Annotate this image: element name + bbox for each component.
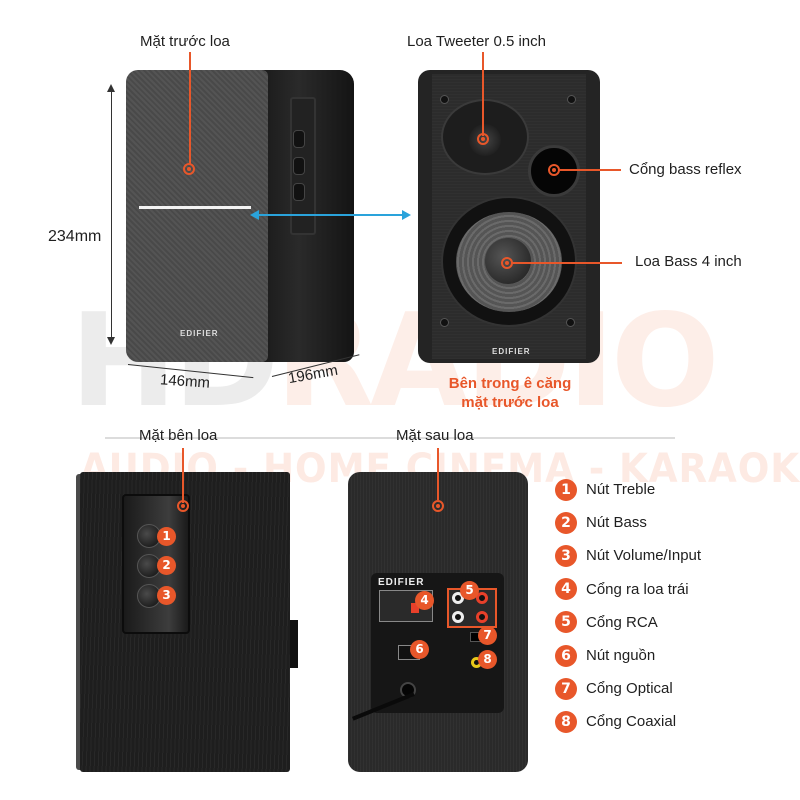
side-knob-icon <box>293 157 305 175</box>
legend-label: Cổng Coaxial <box>586 713 677 731</box>
marker-8: 8 <box>478 650 497 669</box>
width-dimension: 146mm <box>159 371 211 392</box>
front-view-label: Mặt trước loa <box>140 33 230 50</box>
back-brand-logo: EDIFIER <box>378 577 425 588</box>
rca-white-jack <box>452 611 464 623</box>
side-view-label: Mặt bên loa <box>139 427 218 444</box>
legend-label: Cổng RCA <box>586 613 658 631</box>
callout-line <box>558 169 621 171</box>
terminal-red-clip <box>411 603 419 613</box>
woofer-label: Loa Bass 4 inch <box>635 253 742 270</box>
marker-4: 4 <box>415 591 434 610</box>
arrow-left-icon <box>250 210 259 220</box>
comparison-arrow <box>254 214 406 216</box>
marker-2: 2 <box>157 556 176 575</box>
screw-icon <box>440 318 449 327</box>
callout-dot-icon <box>177 500 189 512</box>
front-brand-logo: EDIFIER <box>180 329 219 338</box>
height-dimension: 234mm <box>48 228 102 245</box>
legend-number-badge: 3 <box>555 544 577 567</box>
side-knob-icon <box>293 183 305 201</box>
marker-5: 5 <box>460 581 479 600</box>
legend-number-badge: 4 <box>555 578 577 601</box>
legend-item: 4 Cổng ra loa trái <box>555 573 701 606</box>
legend-item: 2 Nút Bass <box>555 506 701 539</box>
marker-6: 6 <box>410 640 429 659</box>
legend-number-badge: 2 <box>555 511 577 534</box>
arrow-up-icon <box>107 84 115 92</box>
legend-item: 3 Nút Volume/Input <box>555 539 701 572</box>
arrow-down-icon <box>107 337 115 345</box>
legend-label: Nút Bass <box>586 514 647 532</box>
legend-number-badge: 1 <box>555 478 577 501</box>
caption-line-2: mặt trước loa <box>461 394 559 411</box>
legend-item: 5 Cổng RCA <box>555 606 701 639</box>
screw-icon <box>566 318 575 327</box>
legend-label: Nút Volume/Input <box>586 547 702 565</box>
inner-view-caption: Bên trong ê căng mặt trước loa <box>420 374 600 412</box>
legend-item: 1 Nút Treble <box>555 473 701 506</box>
side-knob-icon <box>293 130 305 148</box>
tweeter-label: Loa Tweeter 0.5 inch <box>407 33 546 50</box>
legend-number-badge: 6 <box>555 644 577 667</box>
callout-line <box>482 52 484 136</box>
callout-line <box>189 52 191 164</box>
legend-label: Nút nguồn <box>586 647 656 665</box>
legend-item: 8 Cổng Coaxial <box>555 705 701 738</box>
legend-label: Cổng ra loa trái <box>586 580 689 598</box>
marker-1: 1 <box>157 527 176 546</box>
grille-light-stripe <box>139 206 251 209</box>
callout-dot-icon <box>432 500 444 512</box>
rca-red-jack <box>476 592 488 604</box>
speaker-front-grille <box>126 70 268 362</box>
bass-port-label: Cổng bass reflex <box>629 161 742 178</box>
arrow-right-icon <box>402 210 411 220</box>
legend-item: 7 Cổng Optical <box>555 672 701 705</box>
callout-dot-icon <box>548 164 560 176</box>
callout-dot-icon <box>183 163 195 175</box>
rear-cable-clip <box>290 620 298 668</box>
legend-number-badge: 5 <box>555 611 577 634</box>
screw-icon <box>440 95 449 104</box>
callout-line <box>512 262 622 264</box>
back-view-label: Mặt sau loa <box>396 427 474 444</box>
screw-icon <box>567 95 576 104</box>
marker-3: 3 <box>157 586 176 605</box>
callout-dot-icon <box>501 257 513 269</box>
legend-label: Nút Treble <box>586 481 656 499</box>
inner-brand-logo: EDIFIER <box>492 347 531 356</box>
marker-7: 7 <box>478 626 497 645</box>
callout-dot-icon <box>477 133 489 145</box>
watermark-divider <box>105 437 675 439</box>
caption-line-1: Bên trong ê căng <box>448 375 572 392</box>
legend-number-badge: 8 <box>555 710 577 733</box>
callout-line <box>182 448 184 503</box>
legend-label: Cổng Optical <box>586 680 673 698</box>
height-dimension-line <box>111 88 112 338</box>
legend-item: 6 Nút nguồn <box>555 639 701 672</box>
callout-line <box>437 448 439 500</box>
legend-number-badge: 7 <box>555 677 577 700</box>
rca-red-jack <box>476 611 488 623</box>
